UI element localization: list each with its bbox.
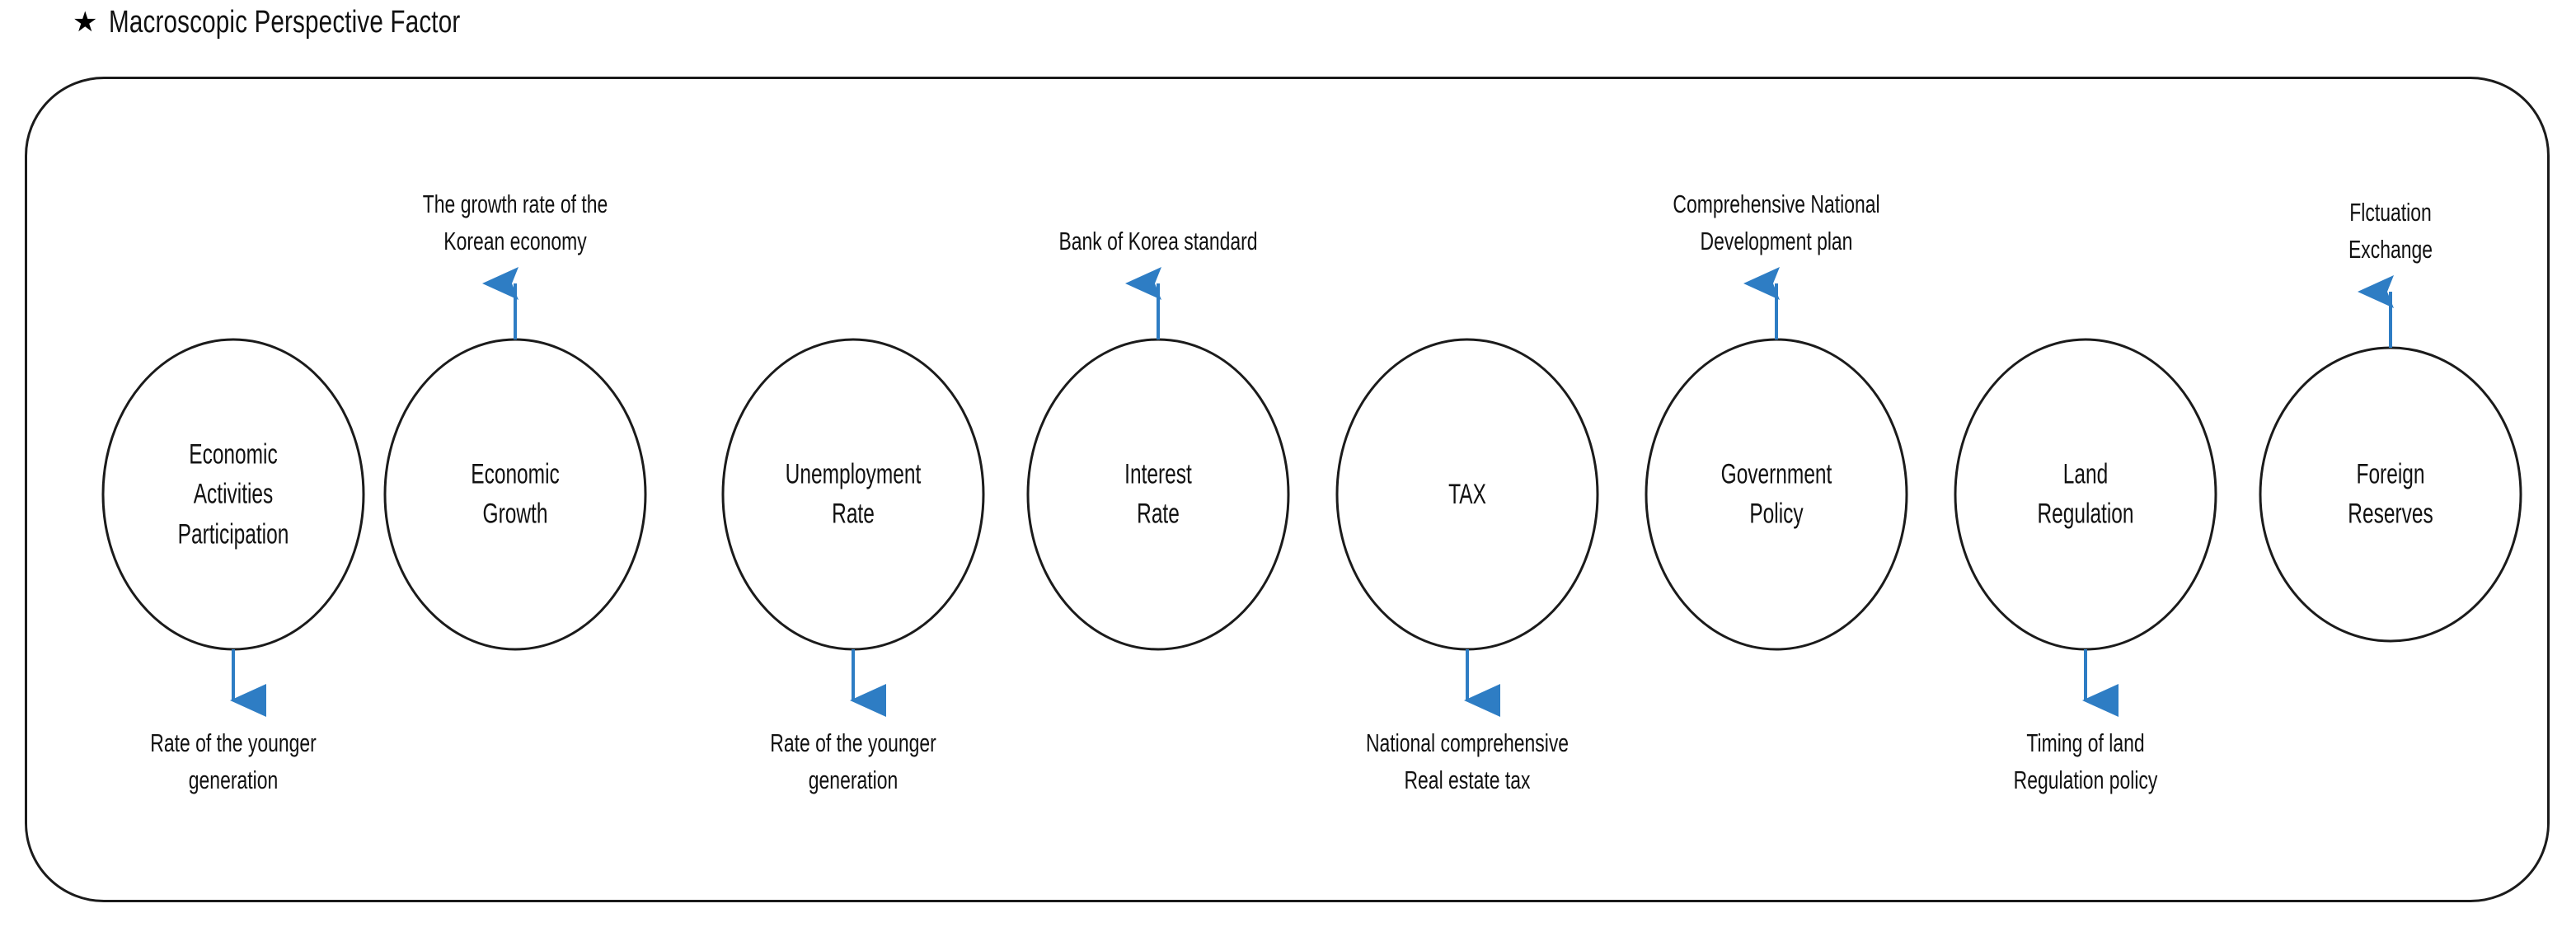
annotation-label-line: Regulation policy (2013, 765, 2158, 794)
factor-label-line: Reserves (2348, 499, 2433, 530)
factor-label-line: Rate (832, 499, 875, 530)
annotation-label-line: generation (188, 765, 279, 794)
page-title-text: Macroscopic Perspective Factor (109, 5, 461, 40)
factor-label-line: Land (2062, 458, 2109, 490)
annotation-label-line: generation (808, 765, 899, 794)
annotation-label-line: Real estate tax (1404, 765, 1531, 794)
macroscopic-factor-container (25, 77, 2550, 902)
factor-label-line: TAX (1448, 478, 1486, 510)
annotation-label-unemployment-rate: Rate of the younger generation (770, 725, 936, 799)
factor-label-line: Participation (177, 518, 289, 550)
factor-label-line: Rate (1137, 499, 1180, 530)
annotation-label-line: Comprehensive National (1673, 190, 1880, 219)
factor-label-line: Regulation (2037, 499, 2134, 530)
annotation-label-line: National comprehensive (1365, 728, 1570, 757)
annotation-label-economic-activities-participation: Rate of the younger generation (150, 725, 316, 799)
factor-label-line: Economic (189, 438, 278, 471)
factor-label-line: Foreign (2356, 458, 2425, 490)
factor-label-line: Unemployment (785, 458, 922, 490)
page-title: ★ Macroscopic Perspective Factor (73, 7, 560, 38)
annotation-label-line: Bank of Korea standard (1058, 227, 1258, 256)
annotation-label-line: Rate of the younger (770, 728, 936, 757)
annotation-label-line: The growth rate of the (422, 190, 608, 219)
factor-label-line: Activities (193, 478, 274, 510)
factor-label-line: Economic (471, 458, 560, 490)
factor-label-line: Interest (1124, 458, 1192, 490)
annotation-label-interest-rate: Bank of Korea standard (1058, 223, 1257, 260)
annotation-label-line: Rate of the younger (150, 728, 317, 757)
annotation-label-line: Timing of land (2026, 728, 2145, 757)
factor-label-line: Policy (1749, 499, 1804, 530)
factor-label-line: Government (1720, 458, 1832, 490)
annotation-label-line: Exchange (2348, 235, 2433, 265)
factor-label-tax: TAX (1448, 475, 1486, 514)
factor-label-line: Growth (482, 499, 548, 530)
annotation-label-line: Development plan (1700, 227, 1853, 256)
star-icon: ★ (73, 7, 98, 38)
annotation-label-line: Korean economy (443, 227, 587, 256)
annotation-label-line: Flctuation (2349, 198, 2432, 227)
